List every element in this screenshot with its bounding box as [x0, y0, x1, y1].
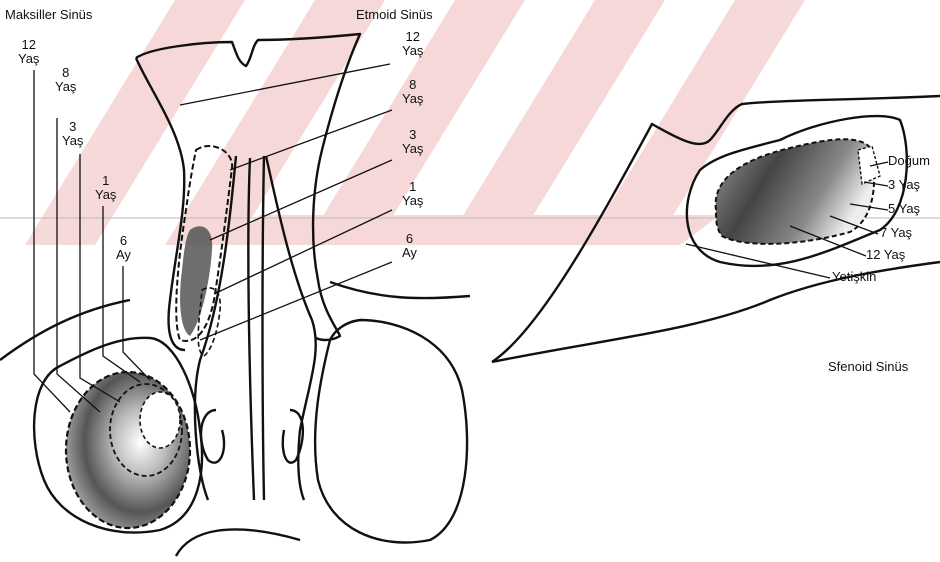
right-orbit [315, 320, 467, 543]
sphenoid-growth-zones [716, 139, 880, 244]
ethmoid-sinus-title: Etmoid Sinüs [356, 8, 433, 22]
sphenoid-stage-label: 5 Yaş [888, 202, 920, 216]
palate-outline [176, 529, 300, 556]
sphenoid-stage-label: 12 Yaş [866, 248, 905, 262]
sphenoid-stage-label: 7 Yaş [880, 226, 912, 240]
sphenoid-stage-label: Yetişkin [832, 270, 876, 284]
maxillary-growth-zones [66, 372, 190, 528]
maxillary-zone-6ay [140, 392, 180, 448]
orbit-left-edge [0, 300, 130, 360]
sphenoid-stage-label: Doğum [888, 154, 930, 168]
sphenoid-stage-label: 3 Yaş [888, 178, 920, 192]
turbinate-left [201, 410, 224, 463]
maxillary-sinus-title: Maksiller Sinüs [5, 8, 92, 22]
sphenoid-sinus-title: Sfenoid Sinüs [828, 360, 908, 374]
septum-right [263, 156, 265, 500]
nasal-passage-right [266, 156, 316, 500]
orbit-right-edge [330, 282, 470, 298]
maxillary-zone-12 [66, 372, 190, 528]
